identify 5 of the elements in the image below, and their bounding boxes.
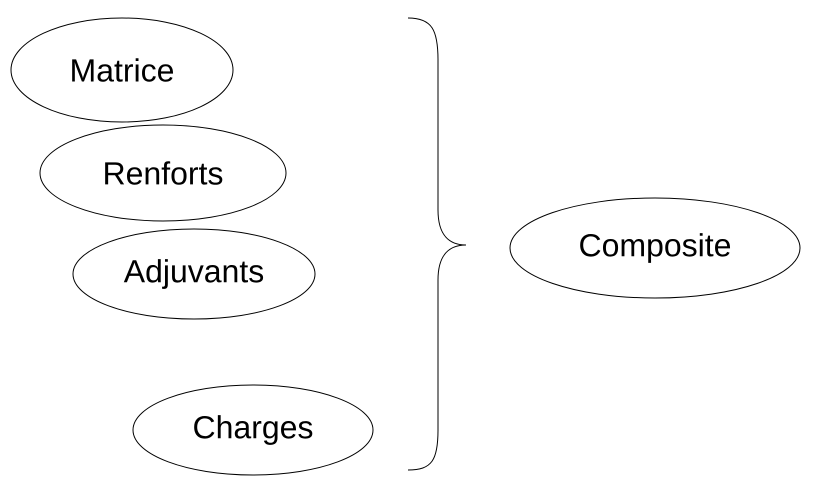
- ellipse-node: Charges: [132, 384, 374, 476]
- ellipse-node: Adjuvants: [72, 228, 316, 320]
- ellipse-node: Composite: [510, 198, 800, 298]
- ellipse-node: Matrice: [10, 18, 234, 122]
- ellipse-node: Renforts: [40, 124, 286, 222]
